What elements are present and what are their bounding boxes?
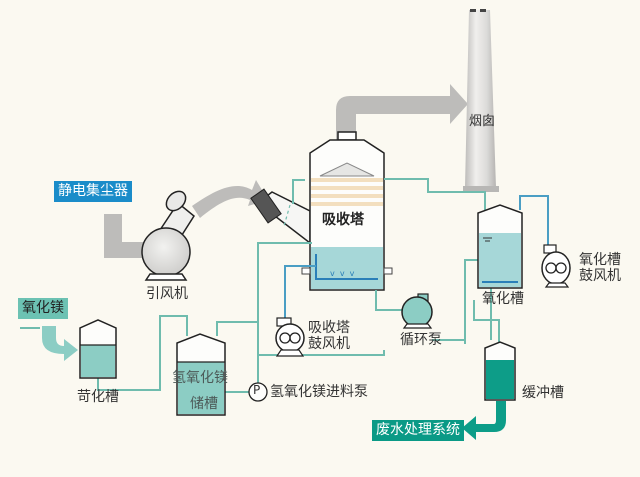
absorber-inlet-duct bbox=[250, 188, 311, 245]
oxidation-blower bbox=[541, 244, 571, 288]
oxidation-tank bbox=[477, 204, 523, 289]
mgoh-storage-label-line2: 储槽 bbox=[190, 396, 218, 412]
oxidation-tank-label: 氧化槽 bbox=[482, 291, 524, 307]
gas-arrow-fan-to-absorber bbox=[192, 180, 268, 218]
absorber-blower-label: 吸收塔 鼓风机 bbox=[308, 320, 350, 352]
oxidation-blower-label-line1: 氧化槽 bbox=[579, 252, 621, 268]
oxidation-blower-label: 氧化槽 鼓风机 bbox=[579, 252, 621, 284]
gas-arrow-absorber-to-stack bbox=[336, 84, 468, 158]
pipes-blue bbox=[284, 195, 549, 318]
feed-pump-symbol-label: P bbox=[253, 383, 261, 397]
absorber-blower bbox=[275, 317, 305, 357]
id-fan-label: 引风机 bbox=[146, 286, 188, 302]
id-fan bbox=[141, 190, 195, 281]
slaking-tank-label: 苛化槽 bbox=[77, 389, 119, 405]
absorber-blower-label-line1: 吸收塔 bbox=[308, 320, 350, 336]
mgoh-storage-label-line1: 氢氧化镁 bbox=[172, 370, 228, 386]
buffer-to-wastewater-arrow bbox=[462, 401, 506, 440]
svg-text:v v v: v v v bbox=[330, 269, 355, 278]
buffer-tank bbox=[484, 341, 516, 401]
buffer-tank-label: 缓冲槽 bbox=[522, 385, 564, 401]
circulation-pump-label: 循环泵 bbox=[400, 332, 442, 348]
feed-pump-symbol bbox=[248, 382, 268, 402]
mgo-arrow bbox=[42, 326, 78, 361]
pipes-teal bbox=[20, 178, 500, 393]
stack-label: 烟囱 bbox=[469, 114, 496, 129]
mgoh-storage-tank bbox=[176, 333, 226, 416]
mgo-source-label: 氧化镁 bbox=[18, 298, 68, 319]
feed-pump-label: 氢氧化镁进料泵 bbox=[270, 384, 368, 400]
absorber-label: 吸收塔 bbox=[322, 212, 364, 228]
slaking-tank bbox=[79, 319, 117, 379]
circulation-pump bbox=[401, 293, 433, 329]
absorber-tower: v v v bbox=[301, 131, 393, 291]
absorber-blower-label-line2: 鼓风机 bbox=[308, 336, 350, 353]
esp-label: 静电集尘器 bbox=[54, 181, 132, 202]
wastewater-label: 废水处理系统 bbox=[372, 420, 464, 441]
stack bbox=[463, 9, 499, 192]
oxidation-blower-label-line2: 鼓风机 bbox=[579, 268, 621, 285]
